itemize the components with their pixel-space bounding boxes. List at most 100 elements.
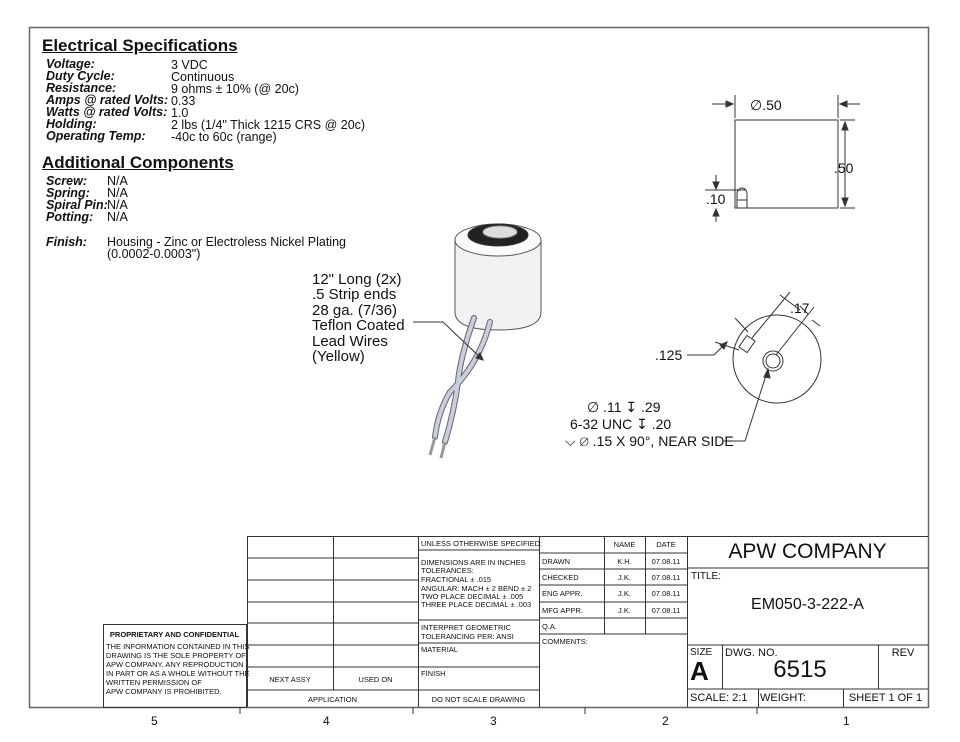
proprietary-box [103, 624, 247, 708]
spec-label: Amps @ rated Volts: [46, 93, 169, 107]
approval-role: ENG APPR. [542, 589, 583, 598]
application-label: APPLICATION [307, 695, 358, 704]
zone-ticks [239, 707, 758, 714]
tolerance-line: ANGULAR: MACH ± 2 BEND ± 2 [421, 584, 532, 593]
slot-width-dimension: .125 [655, 347, 683, 363]
approval-name: J.K. [618, 573, 631, 582]
sheet-border [28, 26, 930, 709]
sheet-number: SHEET 1 OF 1 [848, 692, 923, 704]
proprietary-line: APW COMPANY. ANY REPRODUCTION [106, 660, 244, 669]
approval-date: 07.08.11 [651, 557, 681, 566]
approval-date: 07.08.11 [651, 573, 681, 582]
leader-note-line: (Yellow) [312, 348, 365, 365]
leader-note-line: Lead Wires [312, 333, 388, 350]
spec-label: Holding: [46, 117, 97, 131]
component-label: Potting: [46, 210, 94, 224]
spec-value: -40c to 60c (range) [171, 130, 277, 144]
used-on-label: USED ON [358, 675, 393, 684]
approval-role: Q.A. [542, 622, 558, 631]
countersink-icon: ⌵ [565, 433, 580, 449]
height-dimension: .50 [834, 160, 854, 176]
electrical-heading: Electrical Specifications [42, 36, 238, 55]
spec-value: 1.0 [171, 106, 189, 120]
spec-value: 0.33 [171, 94, 196, 108]
sheet-size: A [690, 656, 709, 686]
width-dimension: ∅.50 [750, 97, 782, 113]
spec-value: Continuous [171, 70, 235, 84]
leader-note-line: 12" Long (2x) [312, 271, 402, 288]
spec-label: Watts @ rated Volts: [46, 105, 168, 119]
leader-note-line: Teflon Coated [312, 317, 405, 334]
dwg-no-label: DWG. NO. [725, 647, 778, 659]
rev-label: REV [891, 647, 915, 659]
size-label: SIZE [690, 647, 713, 658]
approval-date: 07.08.11 [651, 606, 681, 615]
component-value: N/A [107, 174, 128, 188]
proprietary-title: PROPRIETARY AND CONFIDENTIAL [109, 630, 240, 639]
finish-field-label: FINISH [421, 669, 446, 678]
proprietary-line: DRAWING IS THE SOLE PROPERTY OF [106, 651, 246, 660]
name-header: NAME [613, 540, 636, 549]
comments-label: COMMENTS: [542, 637, 588, 646]
top-view [705, 95, 860, 222]
component-value: N/A [107, 186, 128, 200]
bottom-view [687, 291, 822, 442]
finish-value: (0.0002-0.0003") [107, 247, 201, 261]
finish-value: Housing - Zinc or Electroless Nickel Pla… [107, 235, 346, 249]
do-not-scale-note: DO NOT SCALE DRAWING [431, 695, 526, 704]
spec-label: Resistance: [46, 81, 117, 95]
approval-name: J.K. [618, 589, 631, 598]
component-label: Spring: [46, 186, 90, 200]
company-name: APW COMPANY [728, 540, 887, 563]
spec-label: Operating Temp: [46, 129, 146, 143]
tolerance-line: DIMENSIONS ARE IN INCHES [421, 558, 526, 567]
approval-name: J.K. [618, 606, 631, 615]
unless-specified: UNLESS OTHERWISE SPECIFIED: [421, 539, 543, 548]
leader-note-line: 28 ga. (7/36) [312, 302, 398, 319]
spec-value: 3 VDC [171, 58, 208, 72]
finish-label: Finish: [46, 235, 87, 249]
material-label: MATERIAL [421, 645, 458, 654]
tolerance-line: THREE PLACE DECIMAL ± .003 [421, 600, 532, 609]
proprietary-line: WRITTEN PERMISSION OF [106, 678, 202, 687]
interpret-line: TOLERANCING PER: ANSI [421, 632, 514, 641]
slot-dimension: .17 [790, 300, 810, 316]
approval-name: K.H. [617, 557, 632, 566]
spec-value: 9 ohms ± 10% (@ 20c) [171, 82, 299, 96]
approval-role: MFG APPR. [542, 606, 583, 615]
proprietary-line: IN PART OR AS A WHOLE WITHOUT THE [106, 669, 250, 678]
additional-heading: Additional Components [42, 153, 234, 172]
component-label: Screw: [46, 174, 87, 188]
next-assy-label: NEXT ASSY [269, 675, 311, 684]
drawing-title: EM050-3-222-A [751, 596, 864, 613]
drawing-number: 6515 [773, 656, 827, 683]
spec-label: Duty Cycle: [46, 69, 115, 83]
component-label: Spiral Pin: [46, 198, 108, 212]
offset-dimension: .10 [706, 191, 726, 207]
solenoid-3d [413, 223, 542, 459]
date-header: DATE [656, 540, 676, 549]
title-label: TITLE: [691, 571, 722, 582]
tolerance-line: TWO PLACE DECIMAL ± .005 [421, 592, 524, 601]
spec-value: 2 lbs (1/4" Thick 1215 CRS @ 20c) [171, 118, 366, 132]
zone-label: 5 [151, 714, 158, 728]
zone-label: 1 [843, 714, 850, 728]
component-value: N/A [107, 210, 128, 224]
tolerance-line: TOLERANCES: [421, 566, 474, 575]
leader-note-line: .5 Strip ends [312, 286, 397, 303]
approval-role: CHECKED [542, 573, 579, 582]
hole-callout: ⌵ ∅ .15 X 90°, NEAR SIDE [565, 433, 734, 450]
component-value: N/A [107, 198, 128, 212]
interpret-line: INTERPRET GEOMETRIC [421, 623, 511, 632]
zone-label: 2 [662, 714, 669, 728]
hole-callout: ∅ .11 ↧ .29 [587, 399, 661, 415]
zone-label: 3 [490, 714, 497, 728]
title-block-grid [247, 536, 928, 707]
proprietary-line: THE INFORMATION CONTAINED IN THIS [106, 642, 250, 651]
weight: WEIGHT: [760, 692, 806, 704]
hole-callout: 6-32 UNC ↧ .20 [570, 416, 672, 432]
scale: SCALE: 2:1 [690, 692, 748, 704]
approval-date: 07.08.11 [651, 589, 681, 598]
